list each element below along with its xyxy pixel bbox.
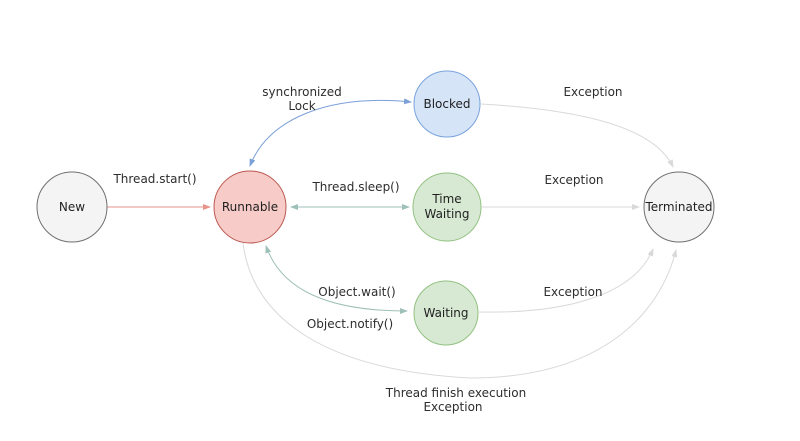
waiting-label: Waiting bbox=[423, 306, 468, 320]
edge-label-synchronized-lock-0: synchronized bbox=[262, 85, 341, 99]
new-label: New bbox=[59, 200, 85, 214]
node-terminated: Terminated bbox=[643, 171, 715, 243]
edge-label-waiting-exception-0: Exception bbox=[543, 285, 602, 299]
terminated-label: Terminated bbox=[644, 200, 712, 214]
time-waiting-label: Time bbox=[431, 192, 461, 206]
edge-synchronized-lock bbox=[249, 98, 412, 167]
edge-label-time-waiting-exception-0: Exception bbox=[544, 173, 603, 187]
terminated-circle bbox=[643, 171, 715, 243]
blocked-circle bbox=[413, 70, 481, 138]
edge-label-synchronized-lock-1: Lock bbox=[288, 99, 315, 113]
waiting-circle bbox=[413, 280, 479, 346]
node-blocked: Blocked bbox=[413, 70, 481, 138]
edge-waiting-exception bbox=[478, 248, 654, 313]
node-new: New bbox=[36, 171, 108, 243]
blocked-label: Blocked bbox=[423, 97, 470, 111]
edge-label-finish-exception-1: Exception bbox=[423, 400, 482, 414]
node-runnable: Runnable bbox=[213, 170, 287, 244]
runnable-label: Runnable bbox=[222, 200, 278, 214]
runnable-circle bbox=[213, 170, 287, 244]
edge-label-object-wait-notify-0: Object.wait() bbox=[318, 285, 395, 299]
edge-finish-exception bbox=[242, 242, 678, 379]
time-waiting-label: Waiting bbox=[424, 207, 469, 221]
edge-label-thread-start-0: Thread.start() bbox=[112, 172, 196, 186]
edge-blocked-exception bbox=[480, 103, 674, 168]
edge-label-thread-sleep-0: Thread.sleep() bbox=[311, 180, 399, 194]
node-waiting: Waiting bbox=[413, 280, 479, 346]
edge-label-object-wait-notify-1: Object.notify() bbox=[307, 317, 393, 331]
new-circle bbox=[36, 171, 108, 243]
edge-object-wait-notify bbox=[265, 245, 408, 314]
edge-label-finish-exception-0: Thread finish execution bbox=[385, 386, 526, 400]
time-waiting-circle bbox=[412, 172, 482, 242]
edge-label-blocked-exception-0: Exception bbox=[563, 85, 622, 99]
